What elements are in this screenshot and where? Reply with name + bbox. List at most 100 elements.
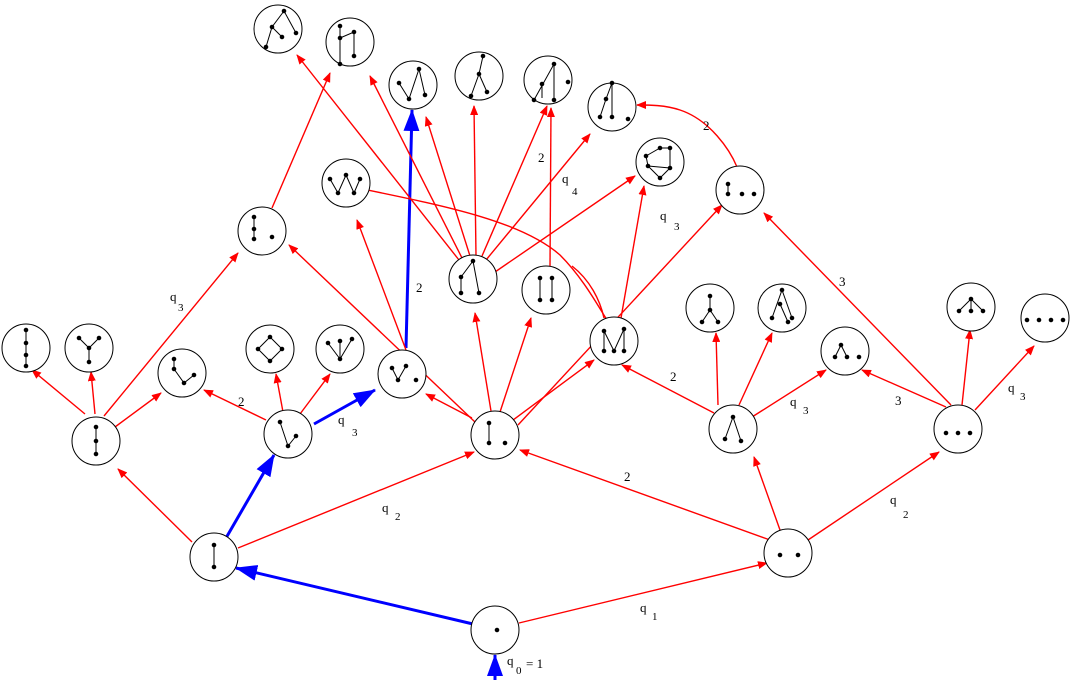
edge-red [620, 185, 647, 319]
edge-red [203, 389, 267, 421]
poset-node-antichain-3 [933, 404, 983, 454]
poset-node-top-2 [325, 17, 375, 67]
poset-node-w-shape [321, 158, 371, 208]
poset-node-top-5 [523, 55, 573, 105]
poset-node-claw-down [315, 324, 365, 374]
edge-red [299, 373, 331, 415]
edge-red [494, 175, 636, 273]
poset-node-top-6 [587, 80, 637, 132]
edge-red [961, 329, 974, 406]
label-q2: q [890, 492, 897, 507]
poset-node-two-chains [521, 265, 571, 315]
edge-red [512, 359, 595, 421]
poset-node-top-1 [253, 4, 303, 54]
edge-blue [235, 565, 474, 626]
edge-red [31, 369, 86, 415]
edge-red [114, 392, 162, 428]
edge-labels: q 0 = 1 q 1 q 2 q 2 q 3 q 3 q 3 q 3 q 3 … [170, 118, 1026, 677]
poset-node-v-plus-point [377, 349, 427, 399]
poset-node-top-4 [454, 51, 504, 101]
label-mult-2: 2 [703, 118, 710, 133]
edges [31, 54, 1035, 680]
poset-node-antichain-2 [763, 528, 813, 578]
edge-red [753, 456, 781, 531]
label-mult-2: 2 [538, 150, 545, 165]
edge-red [546, 107, 555, 269]
edge-red [470, 105, 479, 257]
edge-red [738, 332, 773, 406]
poset-node-diamond [245, 324, 295, 374]
edge-red [636, 101, 738, 168]
label-q0-sub: 0 [516, 665, 522, 677]
label-q3-sub: 3 [178, 302, 184, 314]
edge-red [751, 369, 827, 418]
poset-node-n-shape [157, 348, 207, 398]
edge-red [861, 369, 947, 408]
edge-red [517, 204, 723, 426]
label-q3-sub: 3 [803, 405, 809, 417]
poset-node-antichain-4 [1020, 293, 1070, 343]
edge-red [271, 72, 331, 209]
edge-red [712, 332, 721, 406]
edge-blue [224, 454, 276, 539]
label-q2: q [382, 500, 389, 515]
poset-node-chain-2 [189, 532, 239, 582]
edge-red [369, 75, 463, 259]
edge-red [425, 393, 473, 419]
label-q2-sub: 2 [903, 509, 909, 521]
label-q4-sub: 4 [572, 186, 578, 198]
label-mult-3: 3 [895, 393, 902, 408]
label-q3: q [338, 412, 345, 427]
poset-node-chain2-plus-point [470, 410, 520, 460]
edge-red [571, 265, 605, 319]
edge-red [237, 451, 475, 549]
label-q0: q [507, 653, 514, 668]
label-q3-sub: 3 [352, 427, 358, 439]
edge-red [87, 371, 96, 415]
poset-node-zig-chain [448, 254, 498, 304]
poset-node-house [635, 137, 685, 187]
label-mult-2: 2 [238, 394, 245, 409]
poset-node-chain2-plus-2pts [715, 165, 765, 215]
label-q3: q [790, 394, 797, 409]
edge-red [485, 133, 591, 261]
edge-blue [313, 388, 376, 426]
poset-node-n-poset [589, 316, 639, 366]
edge-red [974, 345, 1035, 411]
edge-red [518, 561, 768, 624]
edge-red [621, 364, 715, 414]
poset-node-up-tree [685, 283, 735, 333]
label-q1: q [640, 600, 647, 615]
poset-node-top-3 [388, 60, 438, 110]
label-q1-sub: 1 [652, 611, 658, 623]
label-q3-sub: 3 [1020, 391, 1026, 403]
edge-red [296, 54, 460, 261]
edge-red [356, 219, 407, 351]
poset-node-lambda [708, 404, 758, 454]
poset-node-chain-4 [1, 323, 51, 373]
label-q3: q [1008, 380, 1015, 395]
label-mult-2: 2 [624, 469, 631, 484]
edge-red [472, 312, 492, 412]
label-q3-sub: 3 [674, 221, 680, 233]
edge-red [352, 184, 610, 324]
edge-red [499, 317, 532, 413]
poset-node-chain-3 [71, 416, 121, 466]
poset-node-claw-up [946, 282, 996, 332]
edge-red [273, 373, 284, 413]
poset-node-v [263, 409, 313, 459]
label-q3: q [170, 289, 177, 304]
label-mult-2: 2 [416, 280, 423, 295]
edge-red [103, 252, 239, 417]
poset-node-lambda-plus-point [820, 326, 870, 376]
label-mult-3: 3 [839, 274, 846, 289]
poset-node-chain2-plus-2 [237, 206, 287, 256]
label-q3: q [660, 208, 667, 223]
edge-red [117, 468, 193, 543]
label-q4: q [562, 171, 569, 186]
label-q2-sub: 2 [395, 511, 401, 523]
edge-blue [403, 109, 420, 349]
label-mult-2: 2 [670, 369, 677, 384]
edge-red [763, 212, 952, 406]
